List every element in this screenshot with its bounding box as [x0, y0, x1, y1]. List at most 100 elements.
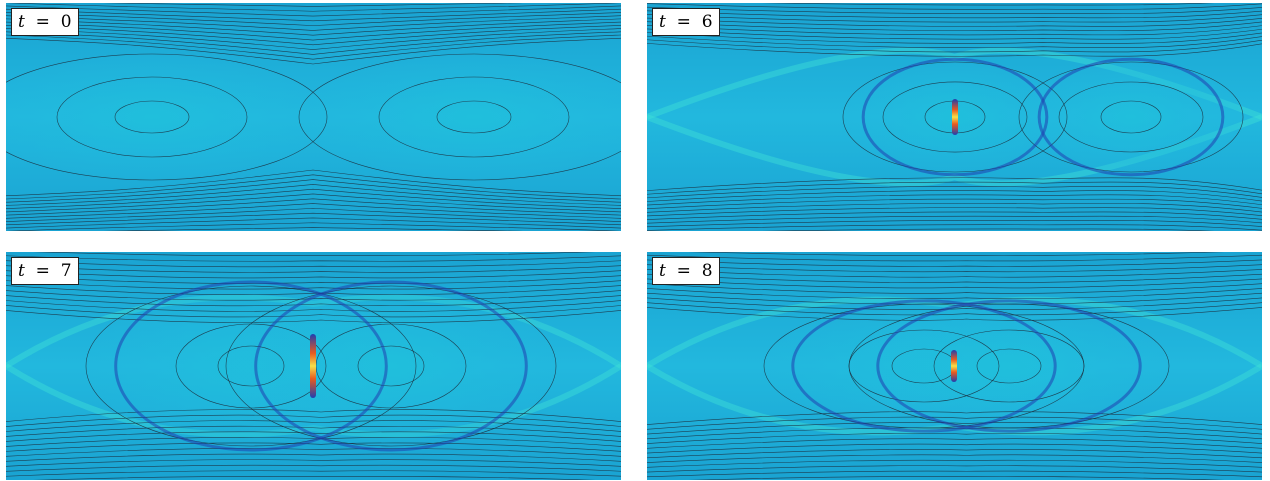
field-line	[647, 14, 1262, 23]
field-line	[647, 194, 1262, 206]
field-line	[759, 228, 1215, 231]
island-0-contour-0	[924, 100, 986, 134]
field-line	[6, 222, 621, 231]
field-line	[647, 198, 1262, 210]
field-line	[647, 220, 1262, 228]
field-line	[647, 177, 1262, 191]
field-line	[647, 21, 1262, 31]
field-line	[647, 307, 1262, 321]
field-line	[6, 28, 621, 50]
panel-t8: t = 8	[647, 252, 1262, 480]
field-line	[647, 207, 1262, 217]
field-line	[647, 438, 1262, 449]
field-line	[647, 283, 1262, 294]
time-variable: t	[659, 261, 666, 281]
field-line	[647, 443, 1262, 454]
time-variable: t	[18, 12, 25, 32]
field-line	[6, 174, 621, 200]
field-line	[6, 255, 621, 262]
island-boundary-current-1	[876, 299, 1142, 433]
field-line	[647, 203, 1262, 213]
panel-t0: t = 0	[6, 3, 621, 231]
field-line	[6, 184, 621, 206]
field-line	[6, 431, 621, 442]
field-line	[759, 3, 1215, 6]
island-1-contour-1	[378, 76, 570, 158]
island-1-contour-0	[1100, 100, 1162, 134]
field-line	[6, 442, 621, 452]
island-0-contour-1	[56, 76, 248, 158]
equals-sign: =	[30, 12, 56, 32]
field-line	[647, 470, 1262, 478]
island-1-contour-2	[225, 285, 557, 447]
island-1-contour-0	[357, 345, 425, 387]
island-1-contour-0	[436, 100, 512, 134]
field-line	[6, 305, 621, 318]
island-boundary-current-0	[114, 280, 388, 452]
field-line	[103, 3, 524, 7]
field-line	[647, 454, 1262, 463]
field-line	[647, 269, 1262, 278]
island-1-contour-1	[933, 329, 1085, 403]
field-line	[33, 252, 596, 257]
field-line	[6, 198, 621, 216]
island-boundary-current-0	[791, 299, 1057, 433]
field-line	[6, 37, 621, 65]
island-0-contour-2	[842, 61, 1068, 173]
field-plot-t0	[6, 3, 621, 231]
field-line	[33, 475, 596, 480]
island-1-contour-1	[1058, 81, 1204, 153]
island-1-contour-0	[976, 348, 1042, 384]
island-1-contour-2	[848, 303, 1170, 429]
field-line	[647, 297, 1262, 310]
island-glow-0	[6, 54, 327, 180]
field-line	[647, 288, 1262, 300]
field-line	[647, 211, 1262, 220]
reconnection-current-sheet	[951, 350, 957, 382]
field-line	[6, 265, 621, 273]
island-0-contour-1	[882, 81, 1028, 153]
field-line	[6, 464, 621, 472]
field-line	[647, 459, 1262, 468]
time-value: 7	[60, 261, 72, 281]
field-line	[647, 181, 1262, 195]
island-boundary-current-1	[254, 280, 528, 452]
field-line	[647, 39, 1262, 53]
island-boundary-current-0	[861, 57, 1049, 177]
field-line	[6, 470, 621, 477]
island-0-contour-2	[6, 53, 328, 181]
island-1-contour-2	[1018, 61, 1244, 173]
field-line	[6, 290, 621, 301]
field-line	[647, 28, 1262, 40]
field-line	[647, 24, 1262, 36]
field-line	[6, 5, 621, 17]
field-line	[6, 280, 621, 290]
field-line	[6, 3, 621, 12]
field-line	[647, 3, 1262, 10]
field-line	[6, 21, 621, 41]
field-line	[647, 215, 1262, 224]
field-line	[647, 278, 1262, 289]
field-line	[647, 411, 1262, 425]
field-line	[6, 18, 621, 36]
field-line	[647, 32, 1262, 44]
island-0-contour-0	[217, 345, 285, 387]
field-plot-t7	[6, 252, 621, 480]
field-line	[647, 224, 1262, 231]
island-1-contour-2	[298, 53, 621, 181]
field-line	[6, 31, 621, 55]
open-field-lines	[6, 252, 621, 480]
open-field-lines	[6, 3, 621, 231]
field-line	[6, 217, 621, 229]
equals-sign: =	[671, 261, 697, 281]
field-line	[647, 43, 1262, 57]
field-line	[647, 259, 1262, 267]
field-line	[6, 425, 621, 437]
field-line	[6, 453, 621, 462]
field-line	[6, 295, 621, 307]
field-line	[647, 465, 1262, 473]
island-boundary-current-1	[1037, 57, 1225, 177]
reconnection-current-sheet	[952, 99, 958, 135]
time-label-t8: t = 8	[652, 257, 720, 285]
field-line	[6, 414, 621, 427]
